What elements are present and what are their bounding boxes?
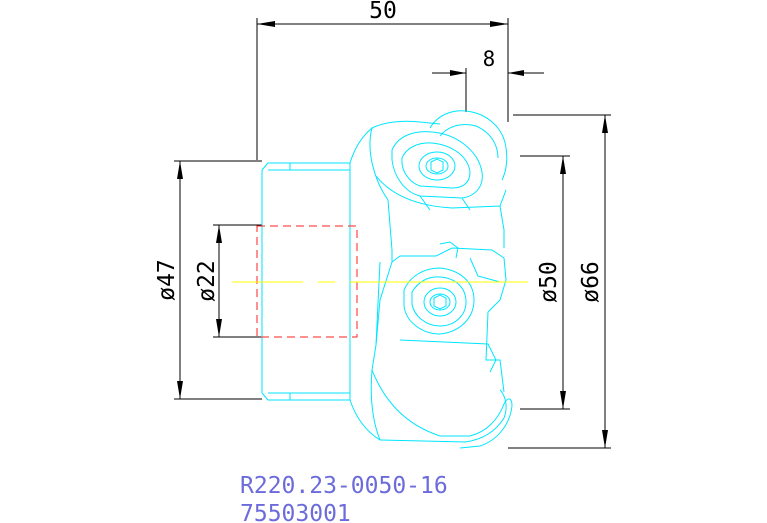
dimension-insert-offset: 8 [432, 47, 544, 112]
overall-length-label: 50 [369, 0, 397, 24]
bottom-insert [440, 398, 513, 449]
middle-insert [391, 247, 507, 313]
part-number: R220.23-0050-16 [240, 473, 448, 499]
diameter-shank-label: ø47 [154, 259, 180, 301]
top-screw [418, 151, 456, 181]
top-insert [429, 110, 508, 181]
dimension-diameter-inner: ø50 [520, 155, 570, 410]
cutter-body [261, 110, 513, 449]
middle-screw [423, 287, 457, 317]
diameter-inner-label: ø50 [536, 261, 562, 303]
diameter-outer-label: ø66 [578, 261, 604, 303]
item-code: 75503001 [240, 501, 351, 523]
diameter-bore-label: ø22 [194, 260, 220, 302]
dimension-diameter-bore: ø22 [194, 224, 262, 338]
insert-offset-label: 8 [483, 47, 496, 71]
head-outline [349, 120, 507, 443]
dimension-diameter-outer: ø66 [508, 114, 611, 449]
dimension-overall-length: 50 [256, 0, 509, 160]
dimension-diameter-shank: ø47 [154, 160, 262, 400]
